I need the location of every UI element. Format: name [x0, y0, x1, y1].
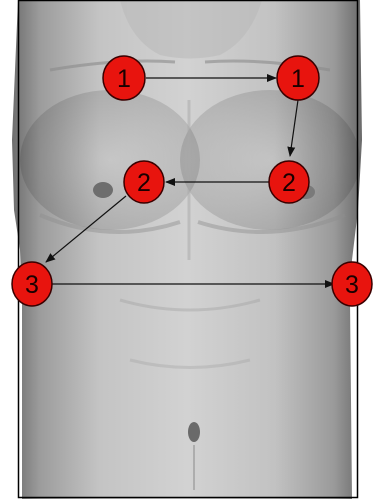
- marker-label: 3: [25, 271, 39, 299]
- marker-2-right: 2: [269, 161, 309, 203]
- marker-3-right: 3: [332, 262, 372, 306]
- marker-label: 3: [345, 271, 359, 299]
- marker-1-left: 1: [103, 56, 145, 100]
- marker-3-left: 3: [12, 262, 52, 306]
- marker-1-right: 1: [277, 56, 319, 100]
- navel: [188, 422, 200, 442]
- marker-label: 1: [291, 65, 305, 93]
- marker-label: 2: [282, 169, 296, 197]
- marker-label: 2: [137, 169, 151, 197]
- left-nipple: [93, 182, 113, 198]
- marker-label: 1: [117, 65, 131, 93]
- marker-2-left: 2: [124, 161, 164, 203]
